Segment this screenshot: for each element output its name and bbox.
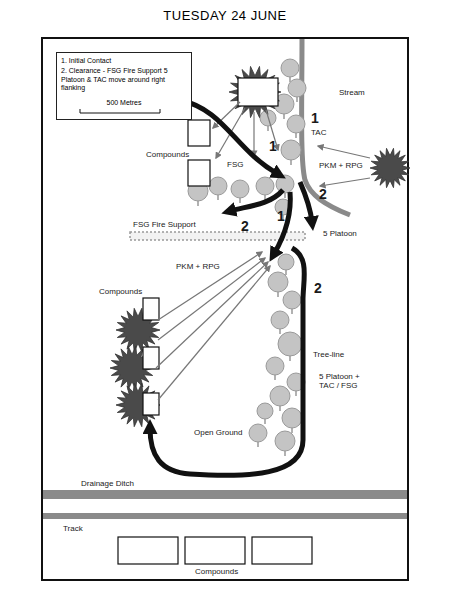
callout-number: 1: [276, 208, 286, 224]
hedgerow: [130, 232, 305, 240]
place-label: Compounds: [145, 150, 190, 159]
unit-label: FSG: [226, 160, 244, 169]
fire-lines: [156, 102, 370, 400]
callout-number: 2: [318, 186, 328, 202]
feature-label: Track: [62, 524, 84, 533]
feature-label: Drainage Ditch: [80, 479, 135, 488]
feature-label: Open Ground: [193, 428, 243, 437]
compounds: [118, 78, 312, 564]
callout-number: 2: [313, 280, 323, 296]
feature-label: Tree-line: [312, 350, 345, 359]
place-label: Compounds: [194, 567, 239, 576]
legend-entry: 2. Clearance - FSG Fire Support 5 Platoo…: [61, 67, 187, 92]
enemy-positions: [110, 66, 410, 426]
map-frame: [42, 38, 408, 580]
unit-label: 5 Platoon: [322, 229, 358, 238]
stream: [302, 39, 350, 215]
callout-number: 2: [240, 218, 250, 234]
callout-number: 1: [310, 110, 320, 126]
unit-label: FSG Fire Support: [132, 220, 197, 229]
unit-label: 5 Platoon + TAC / FSG: [318, 372, 378, 390]
track: [43, 513, 407, 519]
trees: [188, 59, 306, 456]
scale-bar: [61, 107, 179, 115]
scale-label: 500 Metres: [61, 99, 187, 107]
drainage-ditch: [43, 490, 407, 499]
weapon-label: PKM + RPG: [175, 262, 221, 271]
map-title: TUESDAY 24 JUNE: [0, 8, 450, 23]
unit-label: TAC: [310, 128, 327, 137]
weapon-label: PKM + RPG: [318, 161, 364, 170]
legend-entry: 1. Initial Contact: [61, 57, 187, 65]
feature-label: Stream: [338, 88, 366, 97]
callout-number: 1: [268, 138, 278, 154]
legend-box: 1. Initial Contact 2. Clearance - FSG Fir…: [56, 52, 192, 120]
place-label: Compounds: [98, 287, 143, 296]
